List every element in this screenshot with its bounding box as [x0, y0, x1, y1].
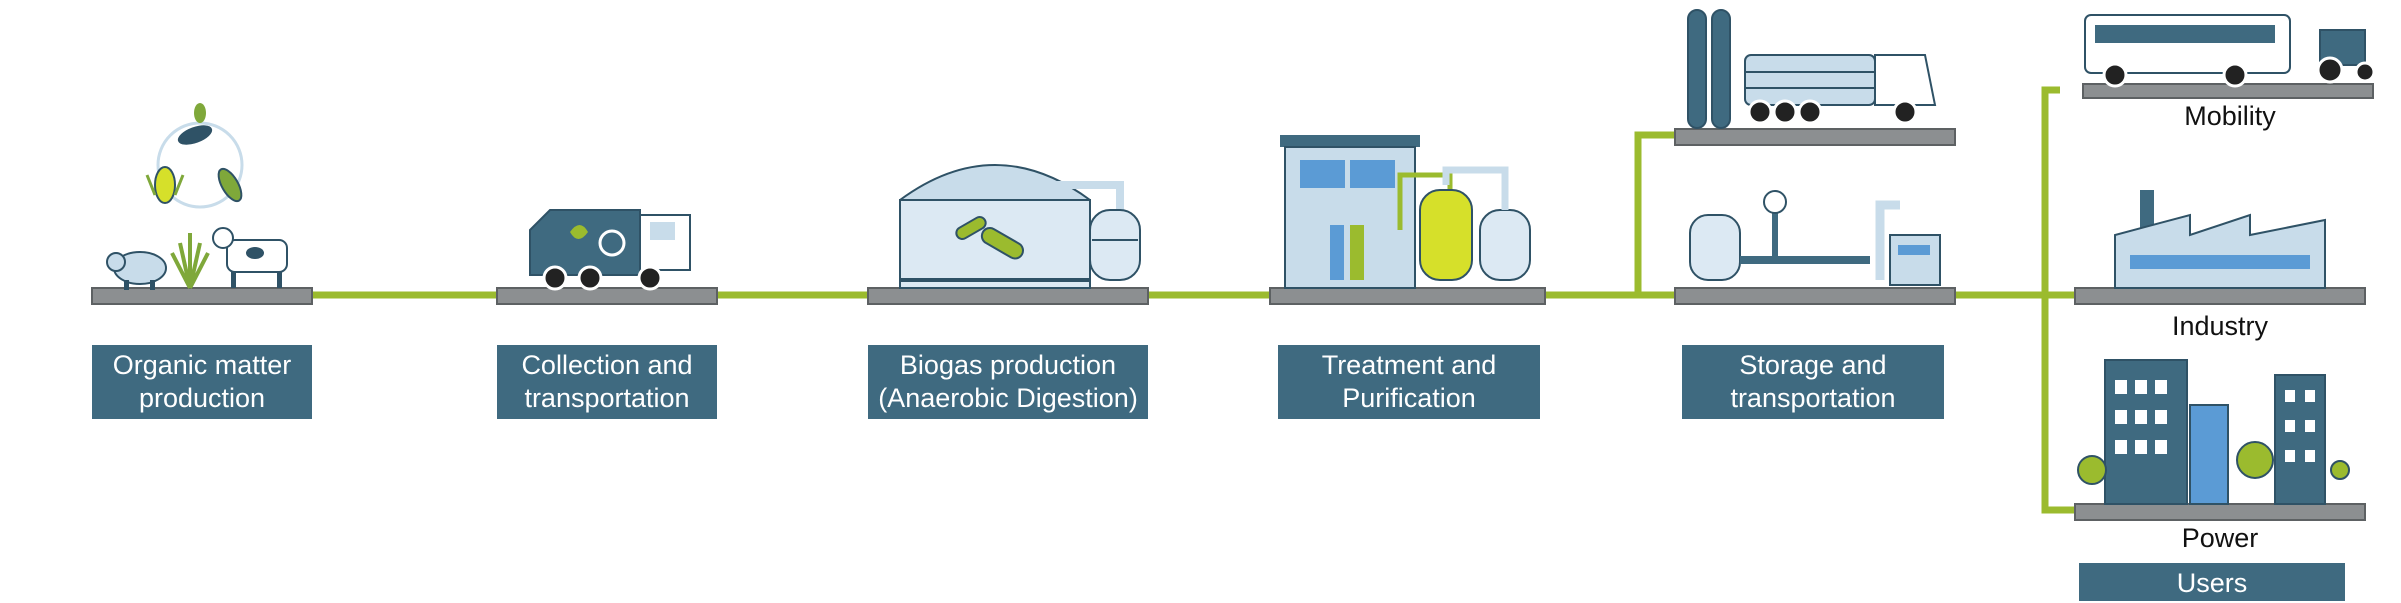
gas-cylinders-icon: [1687, 9, 1731, 129]
platforms: [91, 83, 2374, 521]
digester-dome-icon: [899, 164, 1091, 289]
bus-icon: [2084, 14, 2291, 88]
tank-icon: [1015, 181, 1141, 281]
pressure-gauge-icon: [1763, 190, 1787, 214]
collection-truck-icon: [529, 209, 691, 291]
platform-treatment: [1269, 287, 1546, 305]
factory-icon: [2114, 190, 2326, 289]
stage-label-biogas: Biogas production (Anaerobic Digestion): [868, 345, 1148, 419]
tractor-icon: [2316, 29, 2376, 84]
stage-label-storage: Storage and transportation: [1682, 345, 1944, 419]
platform-organic: [91, 287, 313, 305]
organic-illustration: [106, 103, 288, 290]
treatment-illustration: [1280, 135, 1531, 289]
crop-icon: [217, 167, 243, 203]
tree-icon: [2077, 441, 2350, 485]
grass-icon: [170, 233, 210, 289]
corn-icon: [145, 166, 185, 204]
platform-storage-top: [1674, 128, 1956, 146]
storage-tank-icon: [1689, 200, 1941, 286]
scrubber-tank-icon: [1419, 166, 1531, 281]
recycle-icon: [598, 229, 626, 257]
platform-power: [2074, 503, 2366, 521]
platform-storage: [1674, 287, 1956, 305]
use-label-mobility: Mobility: [2184, 101, 2276, 131]
use-label-power: Power: [2181, 523, 2259, 553]
platform-collection: [496, 287, 718, 305]
storage-illustration: [1687, 9, 1941, 286]
stage-label-treatment: Treatment and Purification: [1278, 345, 1540, 419]
users-label: Users: [2079, 563, 2345, 601]
biogas-illustration: [899, 164, 1141, 289]
bacteria-icon: [955, 216, 1024, 260]
buildings-icon: [2104, 359, 2326, 505]
power-illustration: [2077, 359, 2350, 505]
purification-plant-icon: [1280, 135, 1420, 289]
platform-industry: [2074, 287, 2366, 305]
tube-trailer-icon: [1744, 54, 1937, 125]
stage-label-collection: Collection and transportation: [497, 345, 717, 419]
cow-icon: [212, 227, 288, 288]
stage-label-organic: Organic matter production: [92, 345, 312, 419]
pig-icon: [106, 251, 167, 290]
mobility-illustration: [2084, 14, 2376, 88]
use-label-industry: Industry: [2171, 311, 2269, 341]
leaf-icon: [177, 103, 213, 145]
platform-mobility: [2082, 83, 2374, 99]
platform-biogas: [867, 287, 1149, 305]
